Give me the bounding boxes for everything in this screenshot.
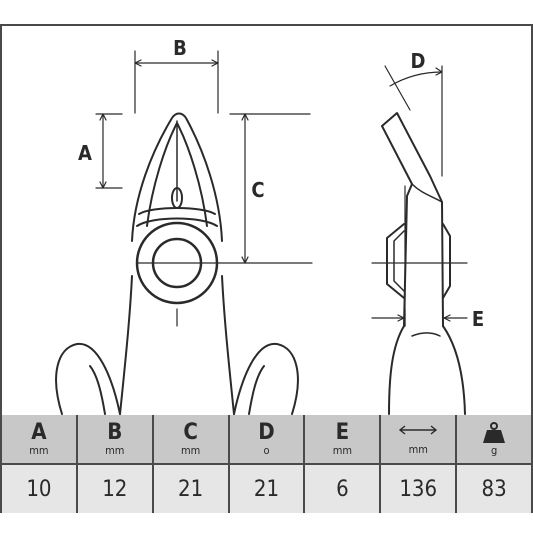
dimension-label-a: A	[78, 141, 92, 165]
dimension-a	[95, 113, 123, 189]
spec-header-row: A mm B mm C mm D o E mm	[2, 415, 531, 464]
spec-value-e: 6	[305, 465, 382, 513]
dimension-d	[384, 65, 443, 177]
spec-header-length: mm	[381, 415, 458, 464]
side-pivot-hub	[386, 223, 451, 299]
side-pivot-hub-inner	[393, 230, 405, 292]
spec-header-d: D o	[230, 415, 306, 464]
plier-head-outline	[131, 112, 223, 242]
dimension-label-d: D	[411, 49, 426, 73]
spec-header-b: B mm	[78, 415, 154, 464]
side-handle	[388, 325, 466, 415]
spec-value-d: 21	[230, 465, 306, 513]
spec-header-e: E mm	[305, 415, 382, 464]
spec-value-length: 136	[381, 465, 458, 513]
jaw-shoulder	[136, 207, 218, 227]
spec-value-weight: 83	[481, 476, 507, 502]
dimension-label-e: E	[472, 307, 484, 331]
plier-throat	[119, 275, 235, 415]
spec-header-a: A mm	[2, 415, 78, 464]
right-handle	[233, 342, 299, 415]
front-view	[55, 112, 313, 415]
left-handle-inner	[89, 365, 106, 415]
spec-value-a: 10	[2, 465, 78, 513]
dimension-label-b: B	[173, 36, 187, 60]
double-arrow-icon	[399, 424, 438, 435]
left-handle	[55, 342, 121, 415]
side-handle-inner	[411, 332, 441, 337]
side-jaw-bend	[411, 183, 443, 203]
plier-technical-drawing: A B C D E	[55, 36, 484, 415]
spec-table: A mm B mm C mm D o E mm	[2, 415, 531, 513]
side-jaw-tip	[381, 112, 444, 327]
dimension-e	[371, 309, 468, 327]
spec-header-c: C mm	[154, 415, 230, 464]
dimension-c	[229, 113, 311, 264]
spec-value-b: 12	[78, 465, 154, 513]
plier-jaw-inner	[146, 122, 208, 227]
side-view	[371, 112, 468, 415]
spec-header-weight: g	[457, 415, 531, 464]
spec-value-row: 10 12 21 21 6 136 83	[2, 465, 531, 513]
dimension-label-c: C	[251, 178, 264, 202]
spec-value-c: 21	[154, 465, 230, 513]
weight-icon	[483, 422, 506, 443]
diagram-frame: A B C D E A mm B mm C mm D o E	[0, 24, 533, 513]
right-handle-inner	[248, 365, 265, 415]
dimension-b	[134, 50, 219, 114]
